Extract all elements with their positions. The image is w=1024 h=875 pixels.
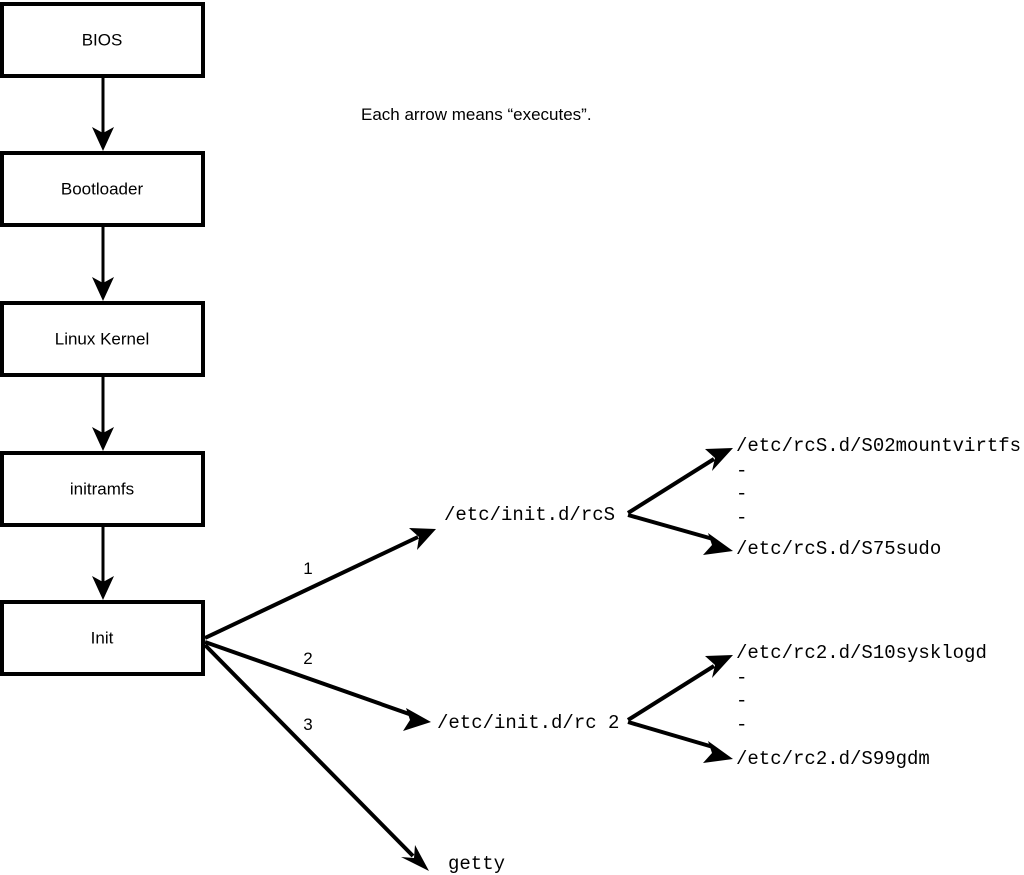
rc2-script-last: /etc/rc2.d/S99gdm bbox=[736, 748, 930, 770]
init-branch-1-arrow bbox=[204, 528, 436, 640]
node-initramfs[interactable]: initramfs bbox=[0, 451, 205, 527]
rcs-ellipsis-dash-1: - bbox=[736, 460, 747, 482]
rc2-ellipsis-dash-3: - bbox=[736, 714, 747, 736]
node-linux-kernel-label: Linux Kernel bbox=[55, 329, 150, 348]
node-bios[interactable]: BIOS bbox=[0, 2, 205, 78]
chain-arrow-kernel-to-initramfs bbox=[92, 376, 114, 451]
node-bootloader-label: Bootloader bbox=[61, 179, 144, 198]
rc2-branch-last-arrow bbox=[627, 720, 733, 763]
rc2-ellipsis-dash-1: - bbox=[736, 667, 747, 689]
init-branch-1-label: /etc/init.d/rcS bbox=[444, 504, 615, 526]
init-branch-2-label: /etc/init.d/rc 2 bbox=[437, 712, 619, 734]
chain-arrow-initramfs-to-init bbox=[92, 526, 114, 600]
rcs-script-last: /etc/rcS.d/S75sudo bbox=[736, 538, 941, 560]
node-initramfs-label: initramfs bbox=[70, 479, 134, 498]
init-branch-3-label: getty bbox=[448, 853, 505, 875]
rc2-ellipsis-dash-2: - bbox=[736, 690, 747, 712]
chain-arrow-bootloader-to-kernel bbox=[92, 226, 114, 301]
chain-arrow-bios-to-bootloader bbox=[92, 76, 114, 151]
init-branch-3-arrow bbox=[203, 643, 429, 871]
init-branch-2-arrow bbox=[204, 640, 431, 731]
init-branch-2-number: 2 bbox=[303, 649, 312, 668]
node-bios-label: BIOS bbox=[82, 30, 123, 49]
init-branch-1-number: 1 bbox=[303, 559, 312, 578]
rcs-script-first: /etc/rcS.d/S02mountvirtfs bbox=[736, 435, 1021, 457]
rc2-branch-first-arrow bbox=[626, 655, 733, 722]
rcs-ellipsis-dash-3: - bbox=[736, 507, 747, 529]
rcs-branch-last-arrow bbox=[627, 513, 733, 555]
node-linux-kernel[interactable]: Linux Kernel bbox=[0, 301, 205, 377]
node-bootloader[interactable]: Bootloader bbox=[0, 151, 205, 227]
node-init-label: Init bbox=[91, 628, 114, 647]
legend-note: Each arrow means “executes”. bbox=[361, 105, 592, 124]
node-init[interactable]: Init bbox=[0, 600, 205, 676]
init-branch-3-number: 3 bbox=[303, 715, 312, 734]
rcs-branch-first-arrow bbox=[626, 448, 733, 515]
rcs-ellipsis-dash-2: - bbox=[736, 483, 747, 505]
rc2-script-first: /etc/rc2.d/S10sysklogd bbox=[736, 642, 987, 664]
